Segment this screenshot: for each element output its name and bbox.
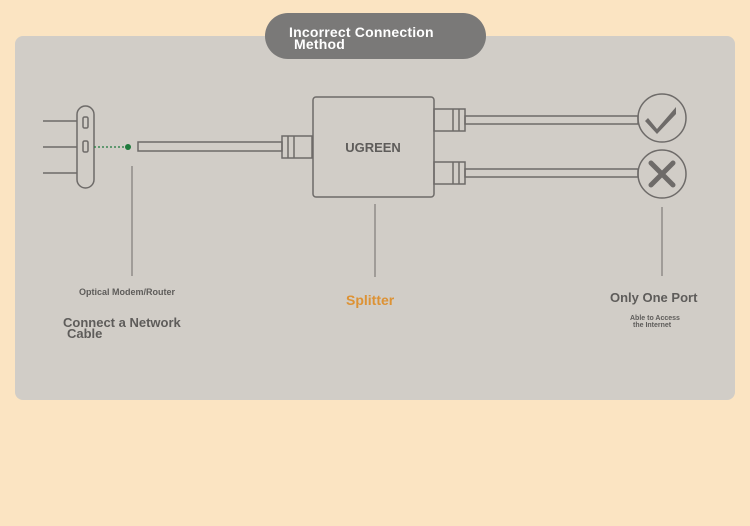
internet-access-label: Able to Access the Internet — [630, 315, 680, 329]
modem-label: Optical Modem/Router — [79, 287, 176, 297]
access-label-line-2: the Internet — [633, 322, 672, 329]
network-cable-label: Connect a Network Cable — [63, 315, 181, 341]
access-label-line-1: Able to Access — [630, 315, 680, 322]
title-banner: Incorrect Connection Method — [265, 13, 486, 59]
page-title: Incorrect Connection Method — [289, 24, 434, 52]
modem-socket-icon — [43, 105, 95, 189]
splitter-label: Splitter — [346, 292, 395, 308]
connection-dot — [125, 144, 131, 150]
x-icon — [648, 160, 676, 188]
check-icon — [645, 107, 676, 134]
splitter-brand: UGREEN — [345, 140, 401, 155]
output-cable-top — [433, 108, 639, 132]
port-label: Only One Port — [610, 290, 698, 305]
x-circle — [637, 149, 687, 199]
network-label-line-2: Cable — [67, 326, 103, 341]
input-cable — [137, 135, 313, 159]
title-line-1: Incorrect Connection — [289, 24, 434, 40]
network-label-line-1: Connect a Network — [63, 315, 181, 330]
title-line-2: Method — [294, 36, 345, 52]
check-circle — [637, 93, 687, 143]
output-cable-bottom — [433, 161, 639, 185]
splitter-box — [312, 96, 435, 198]
